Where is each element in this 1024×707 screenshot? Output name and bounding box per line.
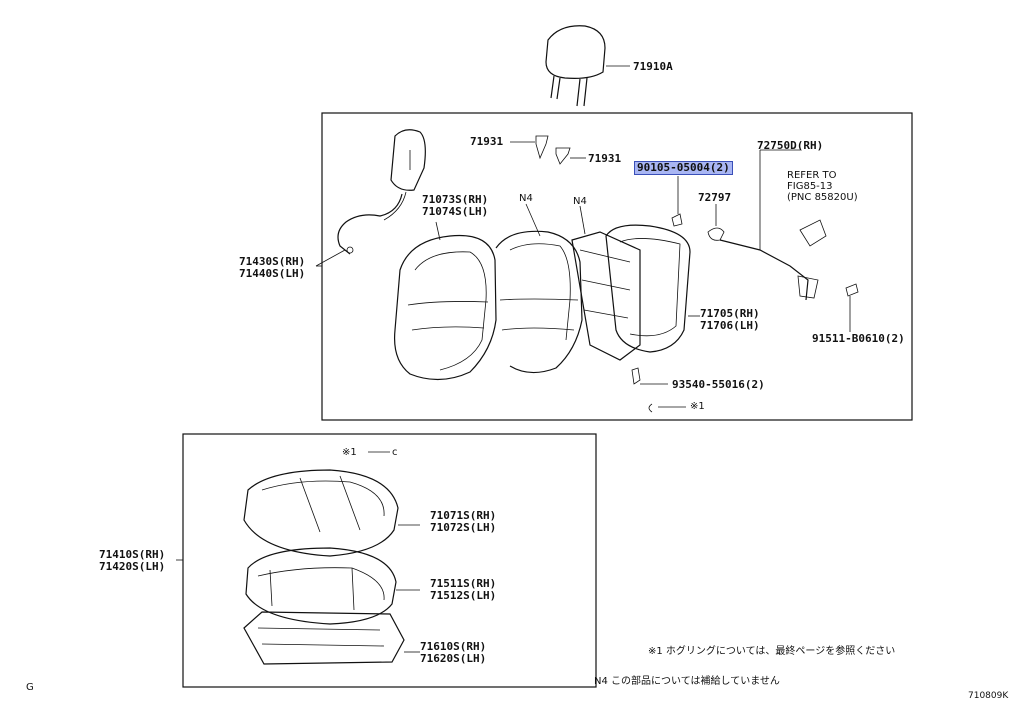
cushion-group-box [182, 433, 597, 688]
hog-ring-mark-back: ※1 [690, 401, 705, 412]
seatback-group-box [321, 112, 913, 421]
refer-text-line1: REFER TO [787, 170, 837, 181]
side-airbag-drawing [315, 129, 426, 267]
seatback-pad-drawing [495, 203, 583, 374]
n4-mark-a: N4 [519, 193, 533, 204]
part-label-71610s[interactable]: 71610S(RH) [420, 640, 487, 653]
part-label-71931-a[interactable]: 71931 [470, 135, 504, 148]
part-label-72750d[interactable]: 72750D(RH) [757, 139, 824, 152]
part-label-71511s[interactable]: 71511S(RH) [430, 577, 497, 590]
hog-ring-mark-cushion: ※1 [342, 447, 357, 458]
figure-code: 710809K [968, 691, 1009, 701]
part-label-71420s[interactable]: 71420S(LH) [99, 560, 166, 573]
part-label-71512s[interactable]: 71512S(LH) [430, 589, 497, 602]
part-label-71705[interactable]: 71705(RH) [700, 307, 760, 320]
cushion-pad-drawing [245, 547, 420, 625]
refer-text-line2[interactable]: FIG85-13 [787, 181, 833, 192]
part-label-71430s[interactable]: 71430S(RH) [239, 255, 306, 268]
footnote-hog-ring: ※1 ホグリングについては、最終ページを参照ください [648, 646, 896, 657]
part-label-71410s[interactable]: 71410S(RH) [99, 548, 166, 561]
hog-ring-symbol: c [392, 447, 398, 458]
headrest-drawing [545, 25, 630, 107]
seatback-board-drawing [605, 224, 700, 353]
seatback-frame-drawing [571, 205, 641, 361]
part-label-93540-55016[interactable]: 93540-55016(2) [672, 378, 765, 391]
part-label-71931-b[interactable]: 71931 [588, 152, 622, 165]
part-label-71074s[interactable]: 71074S(LH) [422, 205, 489, 218]
part-label-71706[interactable]: 71706(LH) [700, 319, 760, 332]
part-label-71072s[interactable]: 71072S(LH) [430, 521, 497, 534]
part-label-71071s[interactable]: 71071S(RH) [430, 509, 497, 522]
seatback-cover-drawing [393, 221, 497, 381]
cushion-frame-drawing [243, 611, 420, 665]
part-label-72797[interactable]: 72797 [698, 191, 732, 204]
part-label-90105-05004-highlighted[interactable]: 90105-05004(2) [634, 161, 733, 175]
cushion-cover-drawing [243, 451, 420, 557]
part-label-91511-b0610[interactable]: 91511-B0610(2) [812, 332, 905, 345]
footnote-n4: N4 この部品については補給していません [594, 676, 780, 687]
corner-letter: G [26, 682, 34, 693]
part-label-71910a[interactable]: 71910A [633, 60, 673, 73]
part-label-71073s[interactable]: 71073S(RH) [422, 193, 489, 206]
small-parts-drawing [510, 135, 859, 413]
part-label-71620s[interactable]: 71620S(LH) [420, 652, 487, 665]
refer-text-line3: (PNC 85820U) [787, 192, 858, 203]
part-label-71440s[interactable]: 71440S(LH) [239, 267, 306, 280]
n4-mark-b: N4 [573, 196, 587, 207]
